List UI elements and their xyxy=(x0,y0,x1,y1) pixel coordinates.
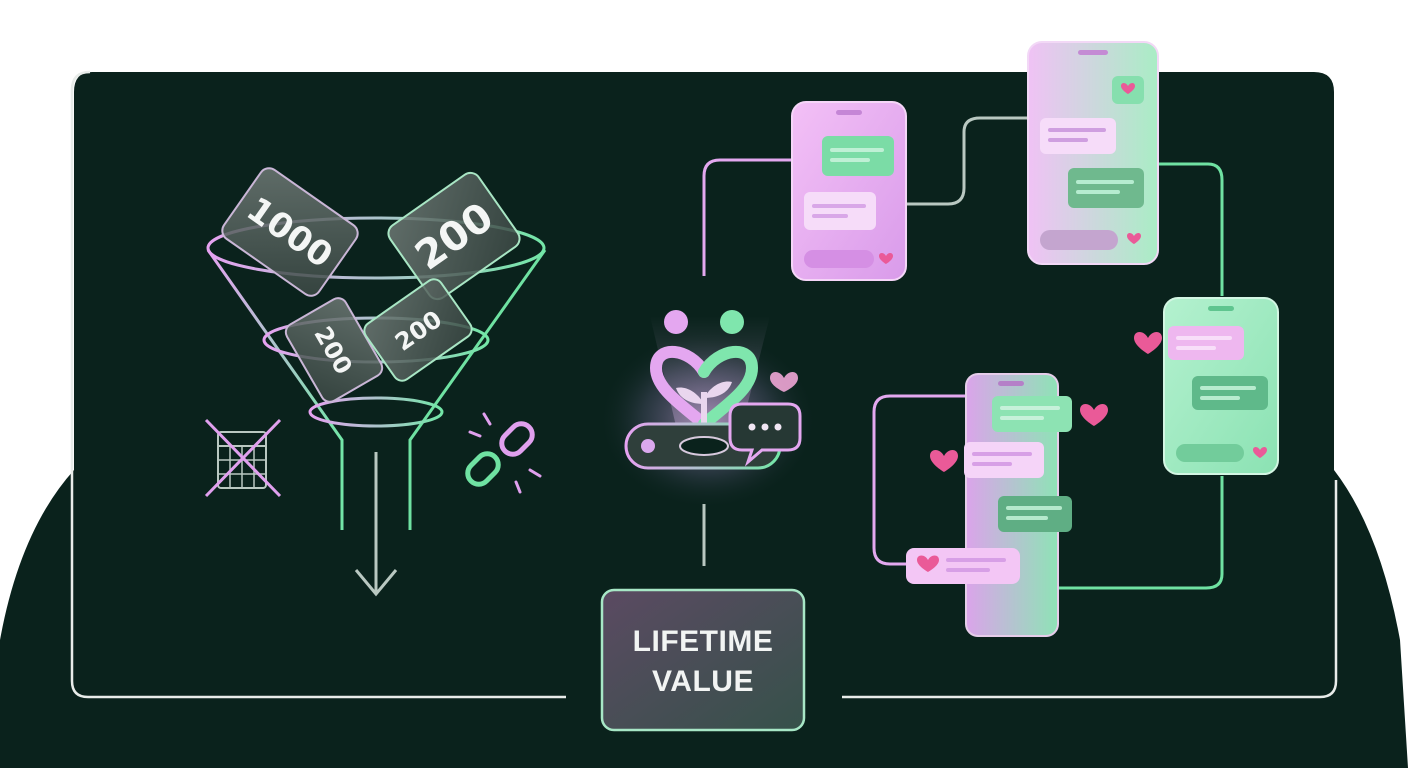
floating-heart-icon xyxy=(930,450,958,472)
floating-heart-icon xyxy=(1134,332,1162,354)
connector-lines xyxy=(702,116,1224,590)
crossed-out-calendar-icon xyxy=(204,418,282,498)
funnel xyxy=(206,216,547,597)
lifetime-value-box: LIFETIME VALUE xyxy=(600,588,806,732)
funnel-ticket-200-left: 200 xyxy=(284,297,384,403)
broken-link-icon xyxy=(465,412,542,494)
phone-3 xyxy=(1163,297,1279,475)
ltv-line1: LIFETIME xyxy=(633,625,774,658)
frame-outline-right xyxy=(842,480,1338,699)
funnel-ticket-200-top: 200 xyxy=(387,171,521,301)
phone-2 xyxy=(1027,41,1159,265)
floating-heart-icon xyxy=(1080,404,1108,426)
couple-heart-growth-icon xyxy=(598,310,818,510)
phone-4 xyxy=(906,373,1072,637)
ltv-line2: VALUE xyxy=(652,665,754,698)
frame-outline xyxy=(70,70,566,699)
phone-1 xyxy=(791,101,907,281)
funnel-ticket-200-right: 200 xyxy=(363,278,473,382)
